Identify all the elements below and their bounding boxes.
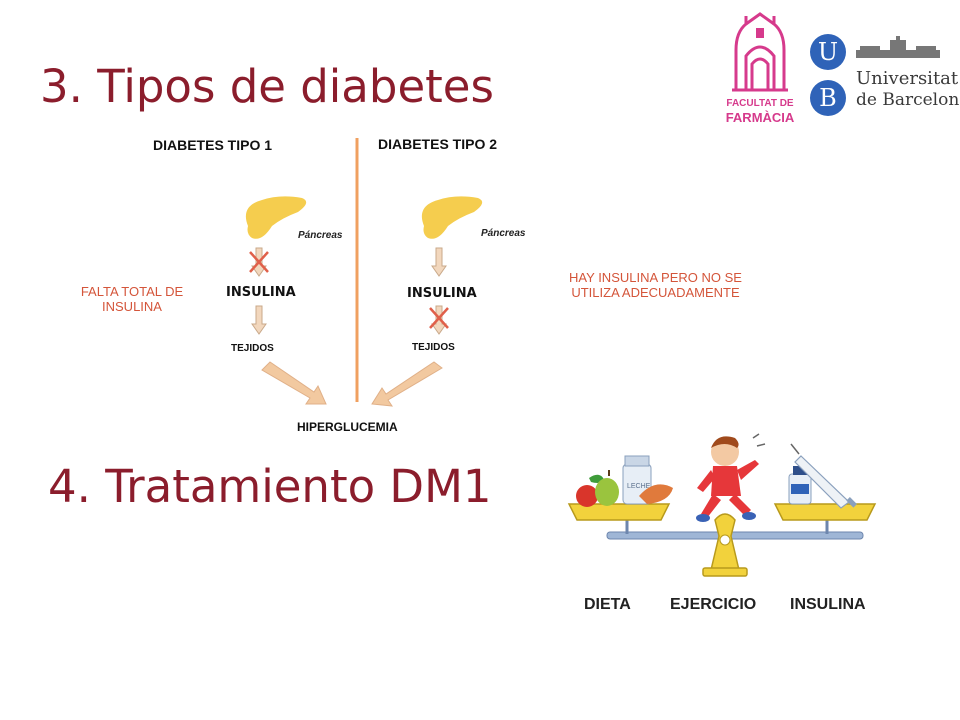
cross-icon-type1 bbox=[249, 251, 269, 273]
pancreas-label-type1: Páncreas bbox=[298, 230, 343, 241]
insulin-syringe-icon bbox=[788, 443, 857, 509]
type1-note: FALTA TOTAL DE INSULINA bbox=[80, 284, 184, 314]
exercising-kid-icon bbox=[696, 433, 766, 522]
insulin-label-type2: INSULINA bbox=[407, 286, 477, 301]
type1-header: DIABETES TIPO 1 bbox=[153, 137, 273, 153]
faculty-logo: FACULTAT DE FARMÀCIA bbox=[722, 10, 798, 125]
tissues-label-type2: TEJIDOS bbox=[412, 342, 455, 353]
right-pan bbox=[773, 503, 877, 521]
type2-header: DIABETES TIPO 2 bbox=[378, 136, 498, 152]
milk-label: LECHE bbox=[627, 483, 651, 490]
arrow-type2-to-hyperglycemia bbox=[371, 361, 443, 407]
faculty-name-line2: FARMÀCIA bbox=[725, 110, 795, 125]
hyperglycemia-label: HIPERGLUCEMIA bbox=[297, 420, 398, 434]
food-icon: LECHE bbox=[576, 455, 673, 507]
tissues-label-type1: TEJIDOS bbox=[231, 343, 274, 354]
pancreas-label-type2: Páncreas bbox=[481, 228, 526, 239]
section-title-tipos: 3. Tipos de diabetes bbox=[40, 60, 494, 113]
label-insulin: INSULINA bbox=[790, 596, 866, 613]
arrow-insulin-to-tissue-type1 bbox=[251, 305, 267, 335]
faculty-emblem-icon bbox=[732, 12, 788, 92]
faculty-name-line1: FACULTAT DE bbox=[726, 98, 794, 109]
cross-icon-type2 bbox=[429, 307, 449, 329]
pancreas-icon-type2 bbox=[421, 196, 483, 239]
ub-circle-b: B bbox=[810, 80, 846, 116]
insulin-label-type1: INSULINA bbox=[226, 285, 296, 300]
arrow-type1-to-hyperglycemia bbox=[261, 361, 327, 405]
university-logo: U B Universitat de Barcelona bbox=[808, 28, 960, 123]
label-exercise: EJERCICIO bbox=[670, 596, 757, 613]
university-name-line1: Universitat bbox=[856, 68, 959, 89]
arrow-insulin-to-tissue-type2 bbox=[431, 305, 447, 335]
ub-circle-u: U bbox=[810, 34, 846, 70]
university-building-icon bbox=[856, 36, 940, 58]
section-title-tratamiento: 4. Tratamiento DM1 bbox=[48, 460, 492, 513]
type2-note: HAY INSULINA PERO NO SE UTILIZA ADECUADA… bbox=[569, 270, 742, 300]
arrow-pancreas-to-insulin-type2 bbox=[431, 247, 447, 277]
balance-beam bbox=[606, 531, 864, 540]
label-diet: DIETA bbox=[584, 596, 631, 613]
university-name-line2: de Barcelona bbox=[856, 90, 960, 110]
balance-illustration: LECHE bbox=[567, 433, 877, 577]
arrow-pancreas-to-insulin-type1 bbox=[251, 247, 267, 277]
